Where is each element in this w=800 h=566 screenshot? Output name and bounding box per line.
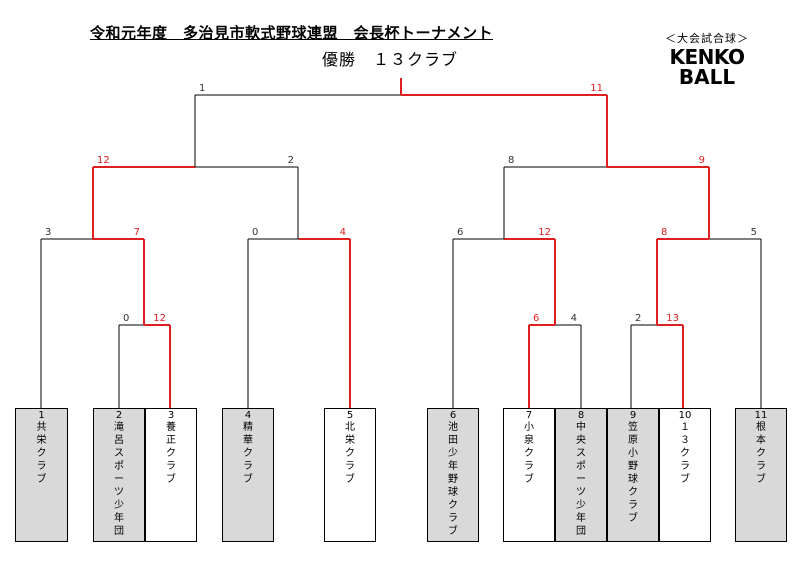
score-r1-c-0: 2	[635, 313, 641, 324]
team-number: 1	[38, 410, 45, 421]
score-qf-c-0: 6	[457, 227, 463, 238]
score-r1-c-1: 13	[666, 313, 679, 324]
score-r1-a-1: 12	[153, 313, 166, 324]
score-qf-b-0: 0	[252, 227, 258, 238]
logo-line1: KENKO	[669, 45, 746, 69]
team-name: 滝呂スポーツ少年団	[114, 422, 124, 537]
team-name: 小泉クラブ	[524, 422, 534, 485]
score-semi-right-0: 8	[508, 155, 514, 166]
score-semi-left-0: 12	[97, 155, 110, 166]
score-qf-b-1: 4	[340, 227, 346, 238]
score-r1-a-0: 0	[123, 313, 129, 324]
score-semi-right-1: 9	[699, 155, 705, 166]
score-qf-a-0: 3	[45, 227, 51, 238]
score-final-0: 1	[199, 83, 205, 94]
score-qf-d-1: 5	[751, 227, 757, 238]
team-number: 4	[244, 410, 252, 421]
team-name: 精華クラブ	[243, 422, 253, 485]
logo-line2: BALL	[678, 65, 736, 89]
page-title: 令和元年度 多治見市軟式野球連盟 会長杯トーナメント	[90, 24, 494, 42]
team-name: 根本クラブ	[756, 422, 766, 485]
team-number: 7	[525, 410, 533, 421]
team-number: 9	[629, 410, 637, 421]
team-name: 養正クラブ	[166, 422, 176, 485]
score-qf-d-0: 8	[661, 227, 667, 238]
score-r1-b-0: 6	[533, 313, 539, 324]
team-name: 北栄クラブ	[345, 422, 355, 485]
team-number: 8	[577, 410, 585, 421]
winner-text: 優勝 １３クラブ	[322, 50, 459, 69]
team-name: １３クラブ	[680, 422, 690, 485]
team-number: 5	[346, 410, 354, 421]
team-number: 6	[449, 410, 457, 421]
score-semi-left-1: 2	[288, 155, 294, 166]
team-number: 2	[115, 410, 123, 421]
team-number: 10	[678, 410, 692, 421]
score-qf-a-1: 7	[134, 227, 140, 238]
team-number: 3	[167, 410, 175, 421]
team-name: 池田少年野球クラブ	[448, 422, 458, 537]
team-name: 共栄クラブ	[36, 422, 47, 485]
score-qf-c-1: 12	[538, 227, 551, 238]
team-name: 笠原小野球クラブ	[628, 422, 638, 524]
team-number: 11	[754, 410, 768, 421]
score-final-1: 11	[590, 83, 603, 94]
team-name: 中央スポーツ少年団	[576, 422, 586, 537]
kenko-ball-logo: ＜大会試合球＞ KENKO BALL	[652, 30, 762, 87]
logo-subtitle: ＜大会試合球＞	[665, 32, 749, 45]
score-r1-b-1: 4	[571, 313, 577, 324]
